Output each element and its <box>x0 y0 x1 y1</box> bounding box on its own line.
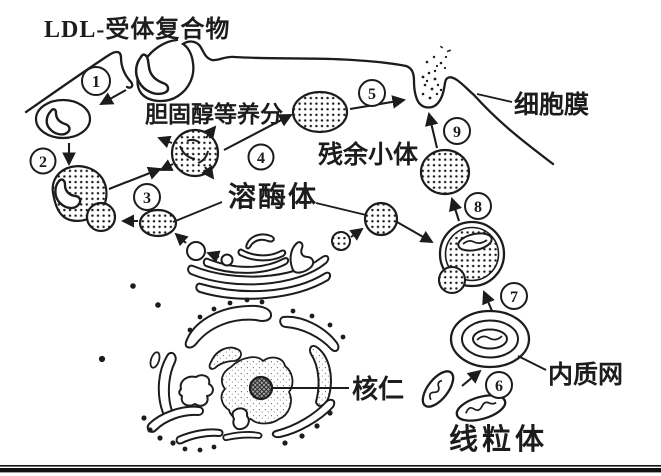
step-4-number: 4 <box>257 150 265 167</box>
nucleoplasm-blob <box>178 374 214 407</box>
golgi-cisterna <box>187 254 330 286</box>
nucleus <box>146 304 340 445</box>
autophagosome <box>449 309 531 369</box>
fusing-lysosome-lobe <box>85 201 117 233</box>
step-7-badge: 7 <box>500 282 528 310</box>
lysosome-right <box>363 201 399 237</box>
rough-er-strip <box>146 405 204 433</box>
lysosome-left <box>138 208 178 238</box>
step-8-badge: 8 <box>464 192 492 220</box>
step-badges: 1 2 3 4 5 6 7 8 <box>29 66 528 399</box>
arrow-step-7 <box>482 290 495 312</box>
step-9-badge: 9 <box>443 117 471 145</box>
step-4-badge: 4 <box>247 143 275 171</box>
plasma-membrane <box>24 38 555 166</box>
cell-membrane-label: 细胞膜 <box>514 90 589 119</box>
step-6-badge: 6 <box>485 371 513 399</box>
golgi-cisterna <box>202 257 290 274</box>
step-7-number: 7 <box>510 289 518 306</box>
arrow-step-1 <box>99 89 127 106</box>
arrow-step-3 <box>108 166 162 190</box>
mitochondrion-2 <box>455 394 507 422</box>
budding-vesicle <box>186 241 206 261</box>
nuclear-envelope-band <box>279 315 340 353</box>
figure-title: LDL-受体复合物 <box>44 15 230 43</box>
nucleolus-body <box>248 375 274 401</box>
nascent-lysosome-right-small <box>331 231 351 251</box>
nuclear-envelope-band <box>308 344 332 407</box>
ldl-particle-in-pit <box>134 53 170 96</box>
step-6-number: 6 <box>495 378 503 395</box>
residual-body-label: 残余小体 <box>318 140 419 169</box>
small-vesicle-left <box>149 351 161 369</box>
nutrient-release-arrows <box>157 125 217 180</box>
step-2-number: 2 <box>39 154 47 171</box>
lysosome-pointer-right <box>315 202 367 216</box>
step-2-badge: 2 <box>29 147 57 175</box>
digested-fragments <box>179 138 209 164</box>
nutrients-label: 胆固醇等养分 <box>144 101 283 127</box>
endocytosis-pathway <box>34 90 349 233</box>
mitochondrion-1 <box>421 370 455 408</box>
step-8-number: 8 <box>474 199 482 216</box>
labels: LDL-受体复合物 胆固醇等养分 溶酶体 残余小体 细胞膜 核仁 内质网 线粒体 <box>44 15 623 456</box>
nucleoplasm-blob-small <box>231 407 250 431</box>
step-5-number: 5 <box>368 86 376 103</box>
mitochondrion-label: 线粒体 <box>449 423 548 456</box>
golgi-cisterna <box>195 271 332 300</box>
er-pointer <box>517 355 547 371</box>
step-1-badge: 1 <box>81 66 111 96</box>
step-9-number: 9 <box>453 124 461 141</box>
ldl-particle-in-vesicle <box>45 108 71 136</box>
residual-body-right <box>419 148 471 196</box>
residual-body-top <box>291 90 349 134</box>
rough-er-strip <box>175 428 224 445</box>
lysosome-pointer-left <box>172 201 223 223</box>
fusing-lysosome-lobe-2 <box>437 265 467 295</box>
cell-membrane-pointer <box>476 93 513 103</box>
nuclear-envelope-band <box>184 304 273 349</box>
rough-er-strip <box>222 431 263 442</box>
step-5-badge: 5 <box>358 79 386 107</box>
lysosome-label: 溶酶体 <box>228 180 318 213</box>
budding-vesicle-small <box>220 253 234 267</box>
autophagy-pathway <box>419 148 531 422</box>
step-3-number: 3 <box>143 190 151 207</box>
golgi-traffic-arrows <box>121 214 434 263</box>
secondary-lysosome <box>170 128 220 178</box>
ldl-particle-in-endosome <box>54 178 82 210</box>
label-pointer-lines <box>172 93 547 389</box>
step-3-badge: 3 <box>133 183 161 211</box>
nuclear-envelope-band <box>157 351 177 419</box>
golgi-apparatus <box>186 233 332 300</box>
membrane-left-segment-and-pit-lip <box>24 50 134 114</box>
step-1-number: 1 <box>92 72 101 91</box>
golgi-cisterna <box>237 248 287 262</box>
golgi-cisterna <box>245 233 275 250</box>
arrow-step-4 <box>223 114 293 151</box>
autolysosome <box>437 220 506 295</box>
membrane-coated-pit-and-right-segment <box>136 38 555 166</box>
process-arrows <box>62 89 495 387</box>
arrow-step-8 <box>449 197 463 222</box>
golgi-branch <box>289 241 315 274</box>
arrow-step-6 <box>461 369 482 387</box>
nucleolus-label: 核仁 <box>352 374 404 404</box>
chromatin-patch <box>208 346 242 370</box>
arrow-step-9 <box>425 112 439 149</box>
rough-er-strip <box>271 398 336 439</box>
ribosome-dots <box>98 283 346 453</box>
bottom-border-line <box>0 465 661 473</box>
er-label: 内质网 <box>548 361 623 389</box>
exocytosis-site-particles <box>421 45 452 100</box>
